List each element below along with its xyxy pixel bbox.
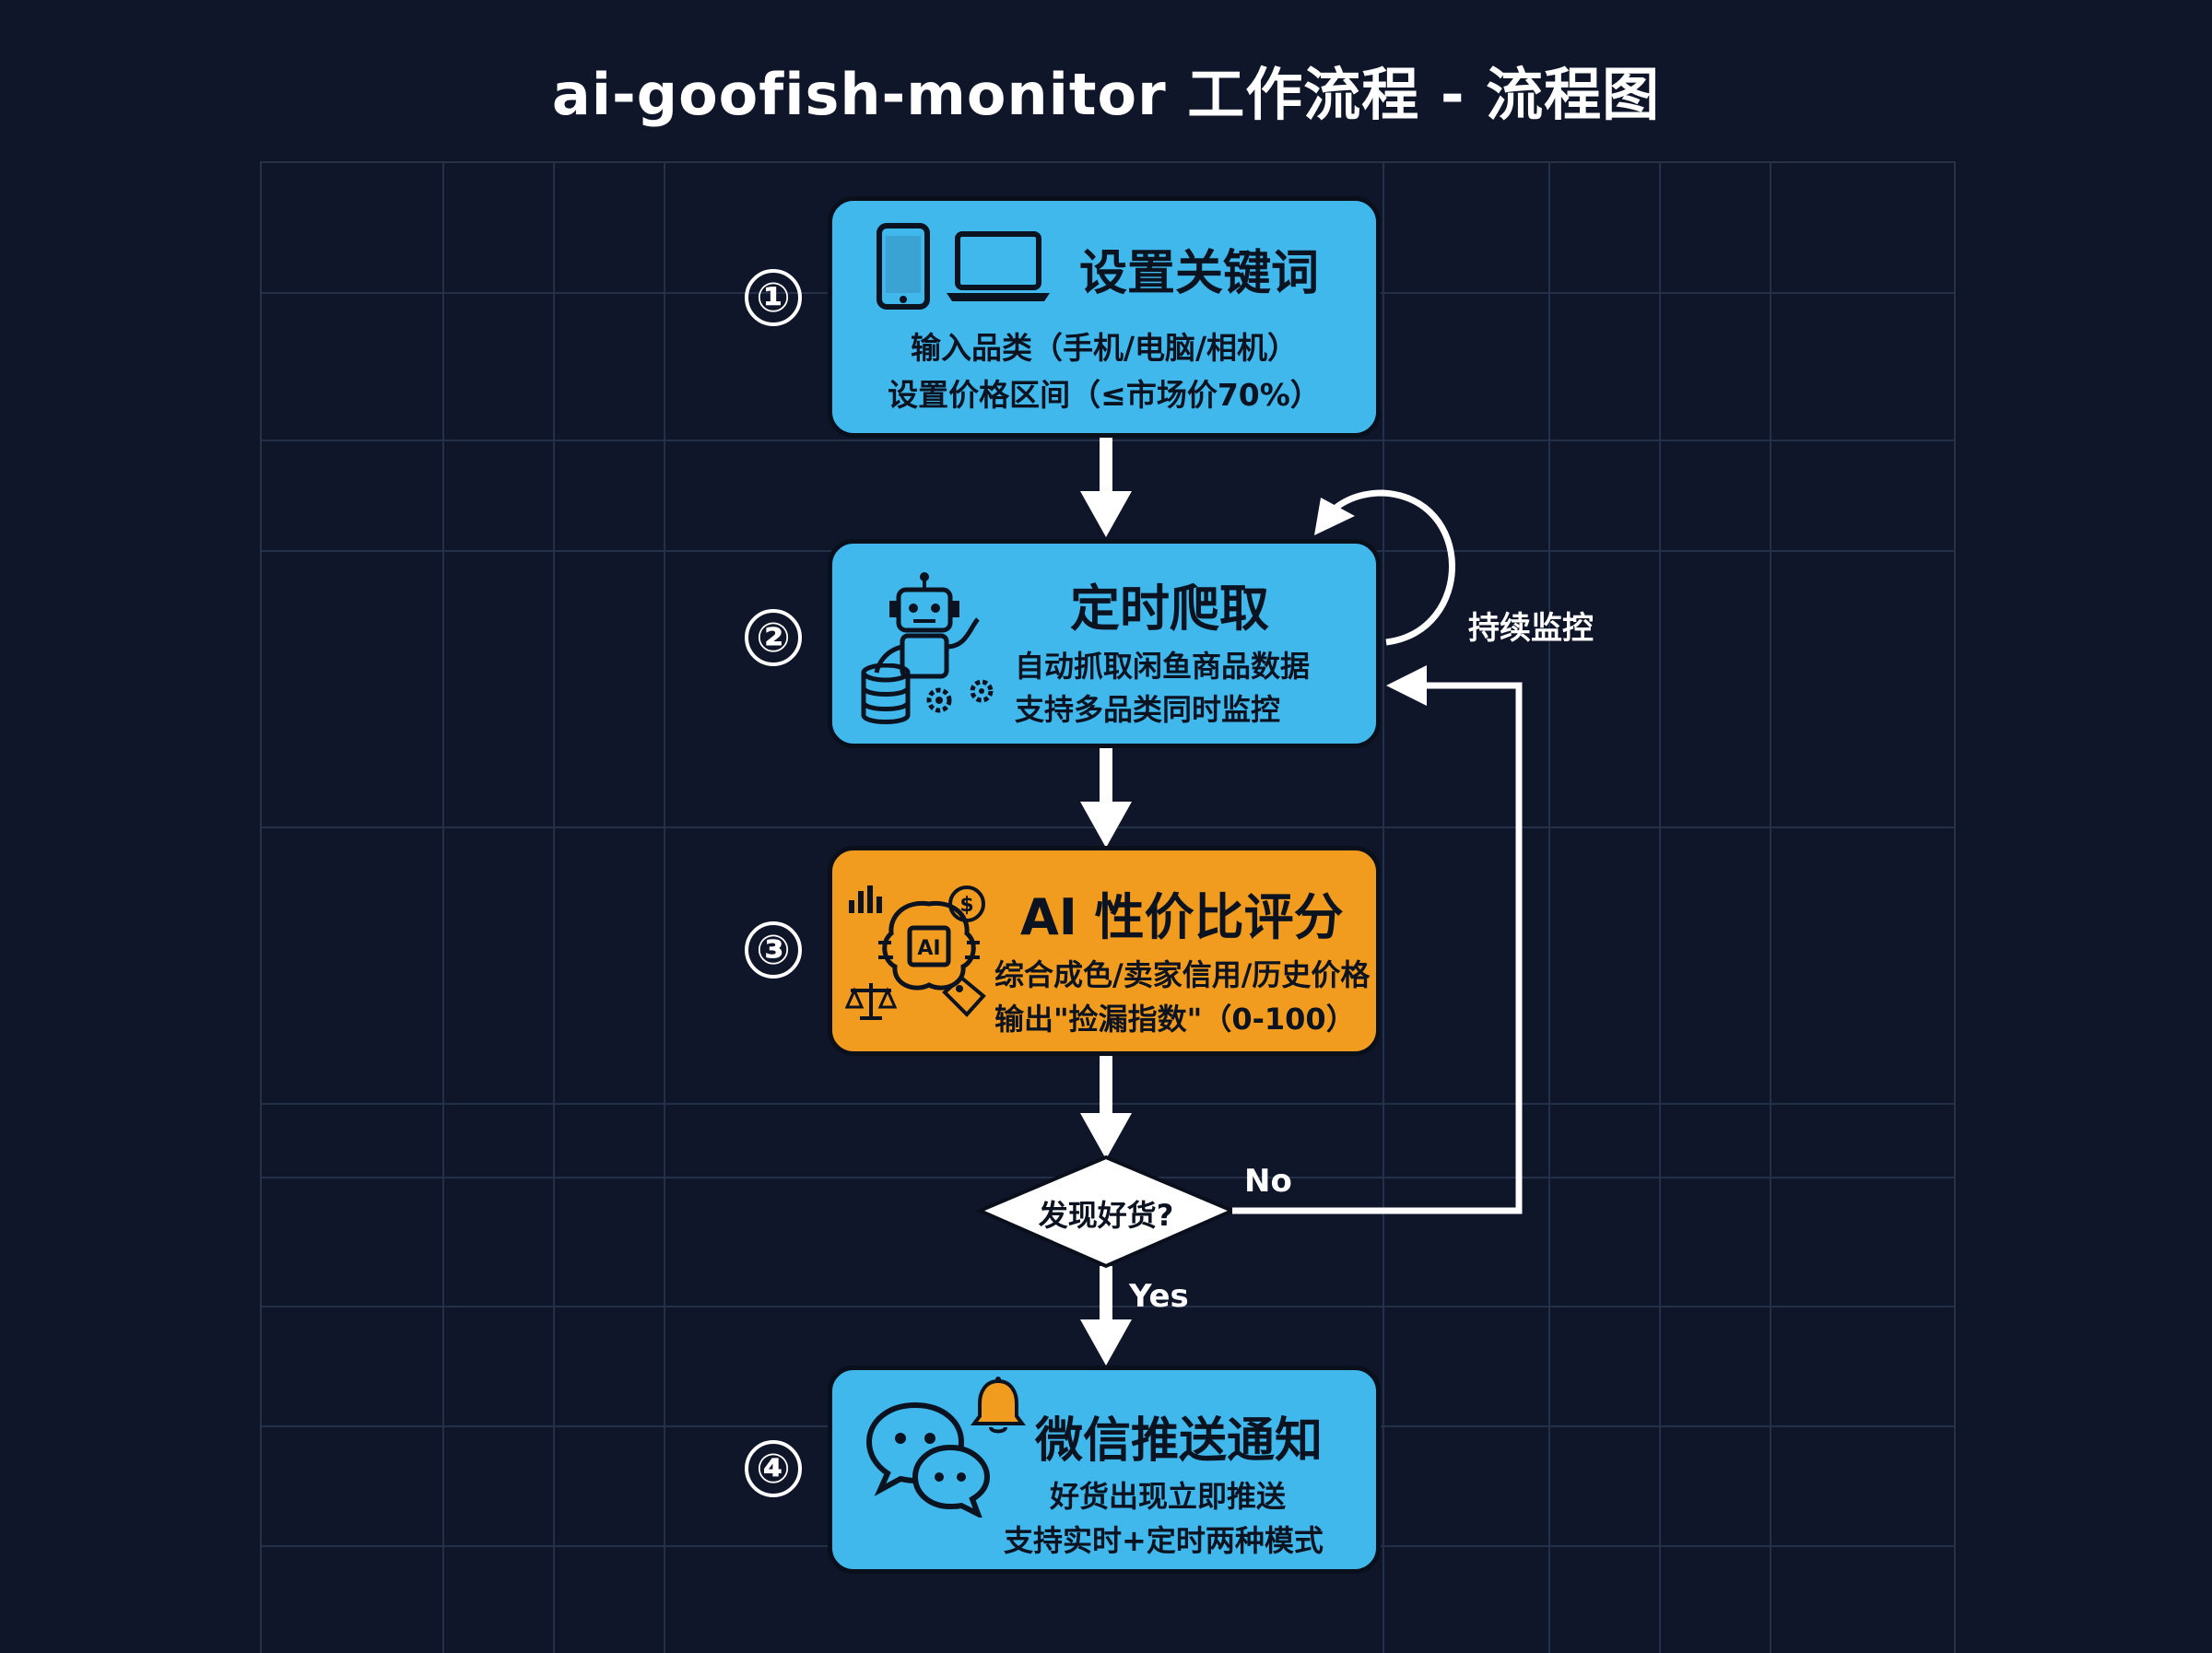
step-desc-line-2: 设置价格区间（≤市场价70%） xyxy=(888,377,1321,413)
bell-icon xyxy=(971,1377,1026,1434)
step-desc-line-2: 支持多品类同时监控 xyxy=(1015,692,1281,727)
step-desc-line-1: 好货出现立即推送 xyxy=(1050,1479,1287,1514)
gear-icon xyxy=(926,679,994,713)
step-title: AI 性价比评分 xyxy=(1020,888,1344,946)
step-box-set-keywords: 设置关键词 输入品类（手机/电脑/相机） 设置价格区间（≤市场价70%） xyxy=(828,196,1381,438)
page-title: ai-goofish-monitor 工作流程 - 流程图 xyxy=(551,61,1661,128)
svg-text:AI: AI xyxy=(917,937,940,960)
arrow-decision-to-step4 xyxy=(1080,1266,1132,1366)
robot-icon xyxy=(874,572,980,679)
dollar-icon: $ xyxy=(948,885,985,922)
decision-text: 发现好货? xyxy=(1038,1198,1174,1233)
step-desc-line-2: 输出"捡漏指数"（0-100） xyxy=(994,1002,1356,1037)
loop-label: 持续监控 xyxy=(1468,610,1594,647)
step-title: 定时爬取 xyxy=(1070,580,1269,638)
step-box-wechat-notify: 微信推送通知 好货出现立即推送 支持实时+定时两种模式 xyxy=(828,1366,1381,1574)
decision-yes-label: Yes xyxy=(1129,1278,1189,1315)
ai-brain-icon: AI xyxy=(878,900,980,991)
price-tag-icon xyxy=(942,975,986,1017)
step-number-2: ② xyxy=(745,609,802,666)
step-desc-line-1: 综合成色/卖家信用/历史价格 xyxy=(994,957,1371,992)
database-icon xyxy=(861,663,911,724)
arrow-step1-to-step2 xyxy=(1080,438,1132,537)
decision-no-label: No xyxy=(1244,1163,1292,1200)
step-desc-line-1: 输入品类（手机/电脑/相机） xyxy=(910,330,1299,366)
bar-chart-icon xyxy=(849,885,882,913)
arrow-step2-to-step3 xyxy=(1080,748,1132,848)
decision-diamond xyxy=(974,1155,1238,1269)
step-title: 设置关键词 xyxy=(1079,246,1320,301)
arrow-no-loop xyxy=(1232,665,1523,1214)
step-box-ai-score: AI $ AI 性价比评分 综合成色/卖家信用/历史价格 输出"捡漏指数"（0-… xyxy=(828,846,1381,1056)
step-number-3: ③ xyxy=(745,921,802,979)
smartphone-icon xyxy=(877,223,930,310)
arrow-step3-to-decision xyxy=(1080,1056,1132,1159)
step-box-scheduled-crawl: 定时爬取 自动抓取闲鱼商品数据 支持多品类同时监控 xyxy=(828,539,1381,748)
step-desc-line-1: 自动抓取闲鱼商品数据 xyxy=(1015,649,1311,684)
step-number-1: ① xyxy=(745,269,802,326)
svg-text:$: $ xyxy=(959,894,973,917)
chat-bubbles-icon xyxy=(865,1401,991,1518)
laptop-icon xyxy=(947,231,1050,301)
arrow-continuous-loop xyxy=(1314,489,1455,646)
scale-icon xyxy=(845,983,897,1020)
step-title: 微信推送通知 xyxy=(1035,1413,1324,1469)
step-desc-line-2: 支持实时+定时两种模式 xyxy=(1004,1523,1324,1558)
step-number-4: ④ xyxy=(745,1440,802,1497)
